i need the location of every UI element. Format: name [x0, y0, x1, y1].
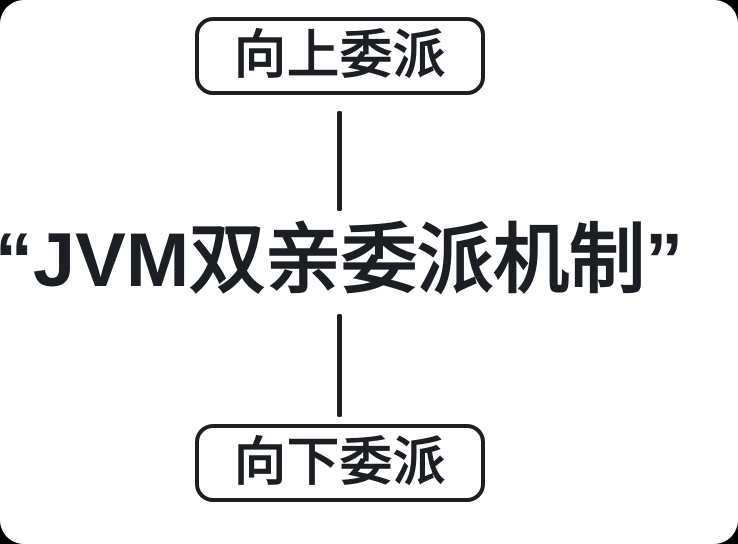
connector-line-bottom: [337, 314, 342, 417]
diagram-title: “JVM双亲委派机制”: [0, 218, 684, 303]
node-delegate-down-label: 向下委派: [233, 434, 446, 492]
node-delegate-up: 向上委派: [195, 17, 485, 95]
node-delegate-down: 向下委派: [195, 424, 485, 502]
node-delegate-up-label: 向上委派: [233, 27, 446, 85]
connector-line-top: [337, 111, 342, 211]
